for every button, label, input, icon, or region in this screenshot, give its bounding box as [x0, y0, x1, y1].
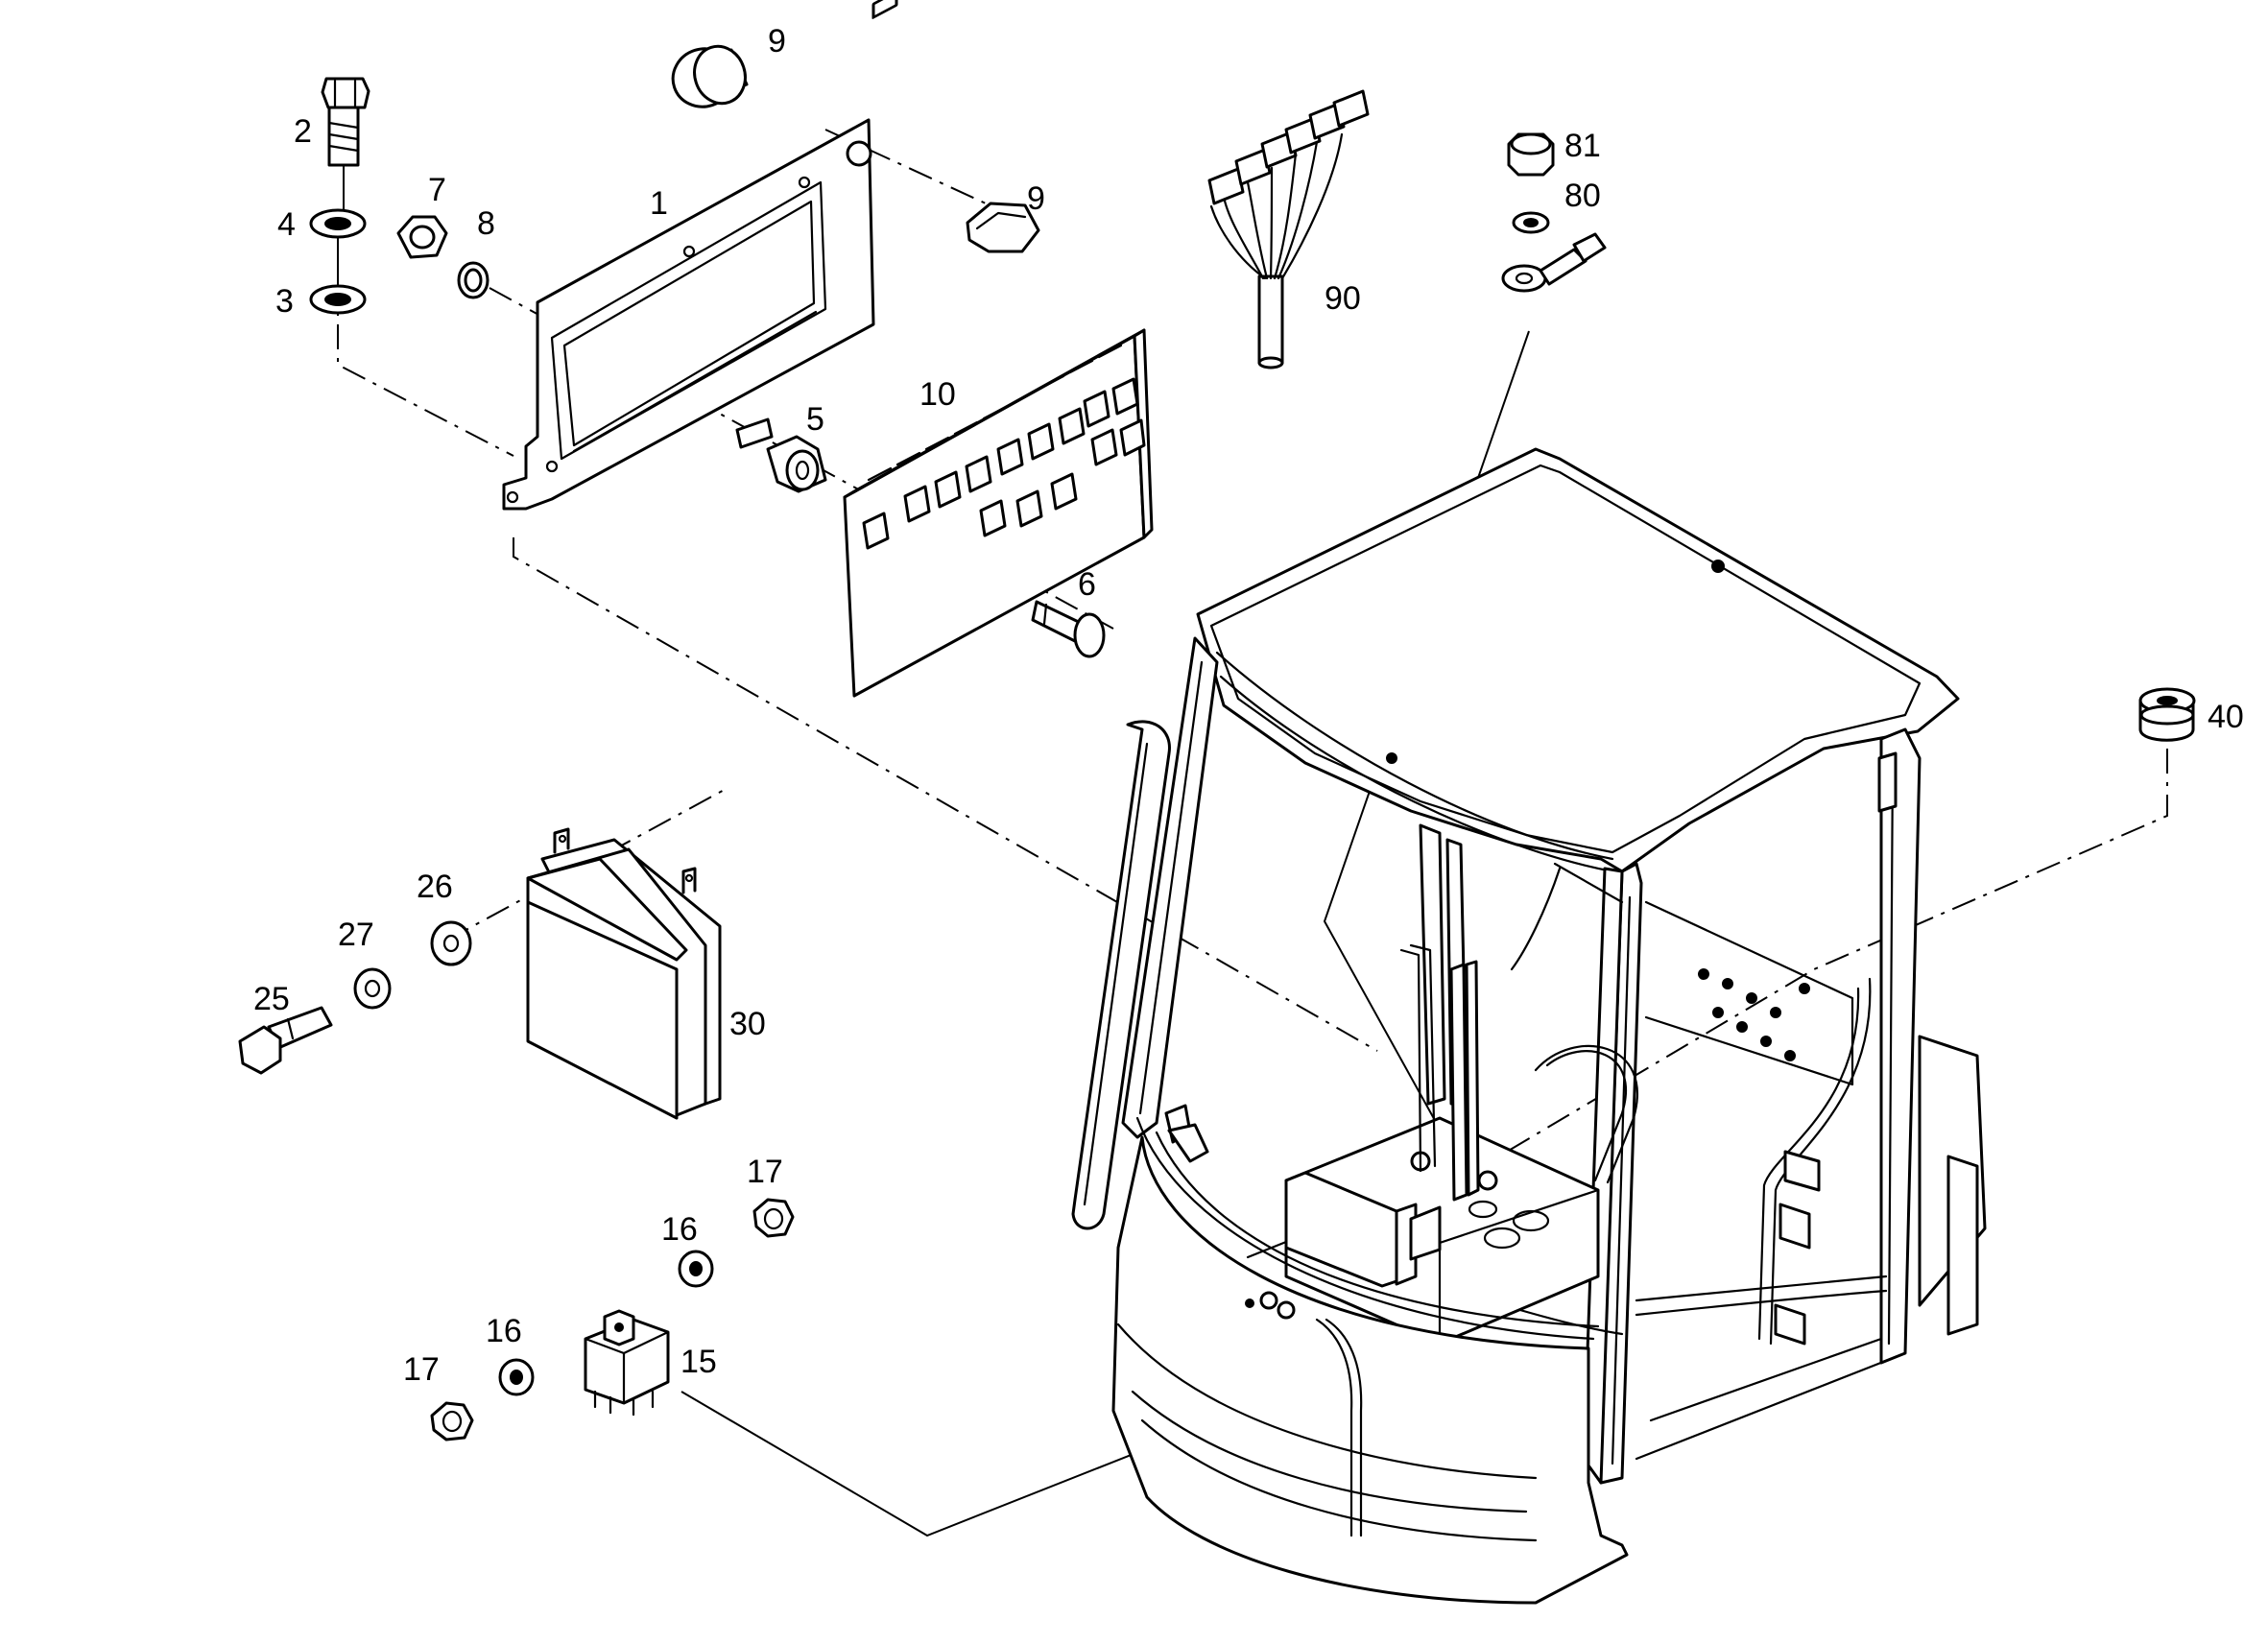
- washer-upper: [309, 208, 367, 284]
- wiring-harness: [1207, 89, 1370, 369]
- callout-label: 5: [806, 401, 824, 438]
- callout-label: 10: [919, 376, 956, 413]
- grommet: [457, 261, 489, 299]
- callout-label: 16: [661, 1211, 698, 1248]
- callout-label: 30: [729, 1006, 766, 1042]
- relay-nut-lower: [430, 1401, 474, 1441]
- callout-label: 8: [477, 205, 495, 242]
- callout-label: 2: [294, 113, 312, 150]
- ground-ring-terminal: [1501, 232, 1607, 293]
- mounting-plate: [502, 118, 875, 511]
- nut: [396, 215, 448, 259]
- control-unit-bolt: [238, 1006, 333, 1075]
- washer-lower: [309, 284, 367, 315]
- callout-label: 9: [1027, 180, 1045, 217]
- callout-label: 15: [680, 1344, 717, 1380]
- callout-labels: 1 2 3 4 5 6 7 8 9 9 10 15 16 16 17 17 25…: [253, 23, 2244, 1388]
- hex-bolt: [321, 77, 370, 211]
- ground-washer: [1512, 211, 1550, 234]
- cap: [671, 44, 749, 108]
- control-unit-washer: [430, 920, 472, 966]
- relay-sockets: [862, 377, 1146, 550]
- callout-label: 80: [1564, 178, 1601, 214]
- callout-label: 1: [650, 185, 668, 222]
- relay-circuit-board: [843, 0, 1154, 698]
- callout-label: 7: [428, 172, 446, 208]
- control-unit-lock-washer: [353, 967, 392, 1010]
- callout-label: 16: [486, 1313, 522, 1349]
- operator-cab: [1071, 447, 1987, 1605]
- rubber-mount: [735, 417, 827, 493]
- board-top-pins: [867, 344, 1123, 482]
- callout-label: 9: [768, 23, 786, 60]
- callout-label: 17: [747, 1154, 783, 1190]
- callout-label: 6: [1078, 566, 1096, 603]
- relay-washer-upper: [678, 1250, 714, 1288]
- callout-label: 4: [277, 206, 296, 243]
- screw: [1031, 600, 1106, 658]
- control-unit: [526, 827, 722, 1120]
- callout-label: 25: [253, 981, 290, 1017]
- callout-label: 90: [1325, 280, 1361, 317]
- cab-grommet: [2138, 687, 2196, 742]
- callout-label: 26: [417, 869, 453, 905]
- callout-label: 17: [403, 1351, 440, 1388]
- callout-label: 3: [275, 283, 294, 320]
- hex-cap-nut: [966, 202, 1040, 253]
- callout-label: 27: [338, 917, 374, 953]
- relay: [584, 1309, 670, 1417]
- board-edge-connectors: [871, 0, 898, 19]
- relay-washer-lower: [498, 1358, 535, 1396]
- callout-label: 81: [1564, 128, 1601, 164]
- callout-label: 40: [2208, 699, 2244, 735]
- ground-nut: [1507, 132, 1555, 177]
- relay-nut-upper: [752, 1198, 795, 1238]
